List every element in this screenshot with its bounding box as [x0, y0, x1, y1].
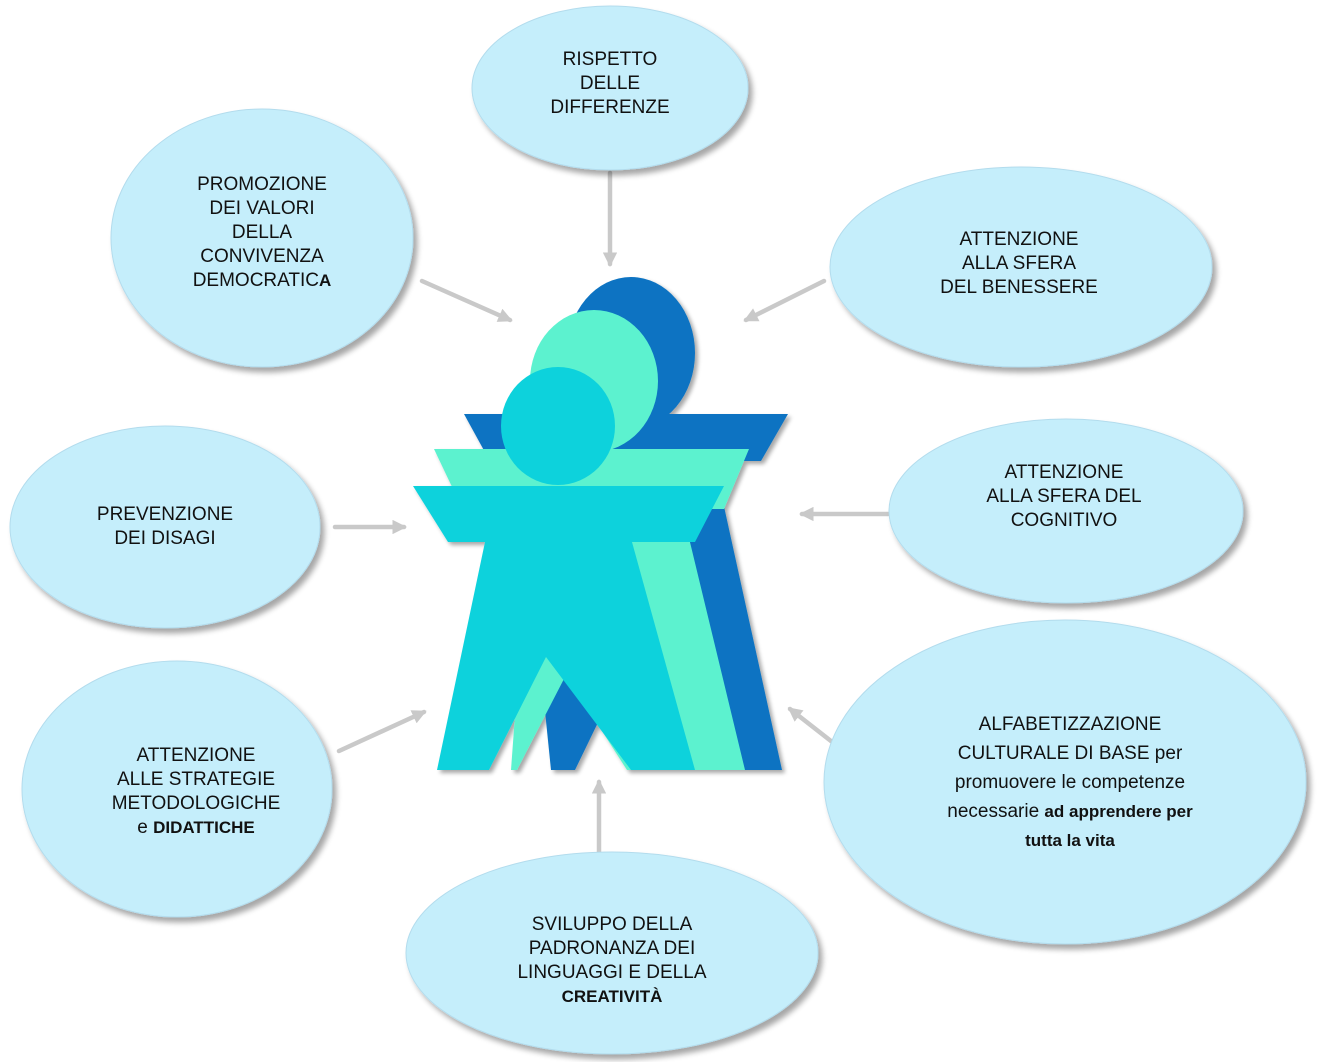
ellipse-sviluppo — [405, 851, 819, 1055]
node-line-text: PREVENZIONE — [97, 504, 233, 525]
node-line-text: necessarie — [947, 801, 1044, 822]
node-strategie: ATTENZIONE ALLE STRATEGIE METODOLOGICHE e D… — [112, 745, 281, 838]
node-line-text: CREATIVITÀ — [562, 987, 663, 1006]
node-line-text: DIDATTICHE — [153, 818, 255, 837]
node-line-text: DEI VALORI — [209, 198, 314, 219]
node-line-text: DELLA — [232, 222, 293, 243]
node-line-text: ad apprendere per — [1044, 802, 1193, 821]
people-figure — [413, 277, 788, 770]
node-line-text: a — [1105, 831, 1115, 850]
ellipse-rispetto — [471, 5, 749, 171]
node-prevenzione: PREVENZIONE DEI DISAGI — [97, 504, 233, 549]
node-line-text: ALFABETIZZAZIONE — [979, 714, 1162, 735]
node-line-text: DEL BENESSERE — [940, 277, 1098, 298]
node-line-text: A — [319, 271, 331, 290]
node-line-text: ATTENZIONE — [1005, 462, 1124, 483]
arrow-benessere — [743, 278, 827, 323]
node-line-text: DIFFERENZE — [550, 97, 669, 118]
node-line-text: DEI DISAGI — [114, 528, 215, 549]
ellipse-alfabetizzazione — [823, 619, 1307, 945]
node-line-text: SVILUPPO DELLA — [532, 914, 693, 935]
ellipse-promozione — [110, 108, 414, 368]
node-line-text: LINGUAGGI E DELLA — [517, 962, 706, 983]
figure-front — [413, 367, 724, 770]
node-cognitivo: ATTENZIONE ALLA SFERA DEL COGNITIVO — [986, 462, 1141, 531]
node-line-text: RISPETTO — [563, 49, 658, 70]
node-line-text: PROMOZIONE — [197, 174, 327, 195]
node-line-text: CULTURALE DI BASE per — [958, 743, 1183, 764]
node-line-text: ALLA SFERA DEL — [986, 486, 1141, 507]
arrows — [332, 170, 891, 864]
node-rispetto: RISPETTO DELLE DIFFERENZE — [550, 49, 669, 118]
node-line-text: PADRONANZA DEI — [529, 938, 695, 959]
node-line-text: promuovere le competenze — [955, 772, 1185, 793]
node-promozione: PROMOZIONE DEI VALORI DELLA CONVIVENZA DEMOC… — [193, 174, 332, 291]
node-sviluppo: SVILUPPO DELLA PADRONANZA DEI LINGUAGGI E … — [517, 914, 706, 1006]
node-texts: RISPETTO DELLE DIFFERENZE PROMOZIONE DEI VA… — [97, 49, 1193, 1006]
node-benessere: ATTENZIONE ALLA SFERA DEL BENESSERE — [940, 229, 1098, 298]
node-line-text: COGNITIVO — [1011, 510, 1118, 531]
node-line-text: e — [137, 817, 153, 838]
arrow-promozione — [419, 278, 513, 323]
node-line-text: ATTENZIONE — [960, 229, 1079, 250]
node-line-text: tutta la vit — [1025, 831, 1106, 850]
ellipses — [9, 5, 1307, 1055]
ellipse-cognitivo — [888, 418, 1244, 604]
ellipse-strategie — [21, 660, 333, 918]
ellipse-prevenzione — [9, 425, 321, 629]
node-line-text: DELLE — [580, 73, 640, 94]
node-line-text: ATTENZIONE — [137, 745, 256, 766]
node-line-text: CONVIVENZA — [200, 246, 324, 267]
node-alfabetizzazione: ALFABETIZZAZIONE CULTURALE DI BASE per pro… — [947, 714, 1193, 850]
arrow-strategie — [336, 709, 427, 754]
ellipse-benessere — [829, 166, 1213, 368]
node-line-text: METODOLOGICHE — [112, 793, 281, 814]
node-line-text: ALLE STRATEGIE — [117, 769, 275, 790]
node-line-text: ALLA SFERA — [962, 253, 1076, 274]
node-line-text: DEMOCRATIC — [193, 270, 319, 291]
